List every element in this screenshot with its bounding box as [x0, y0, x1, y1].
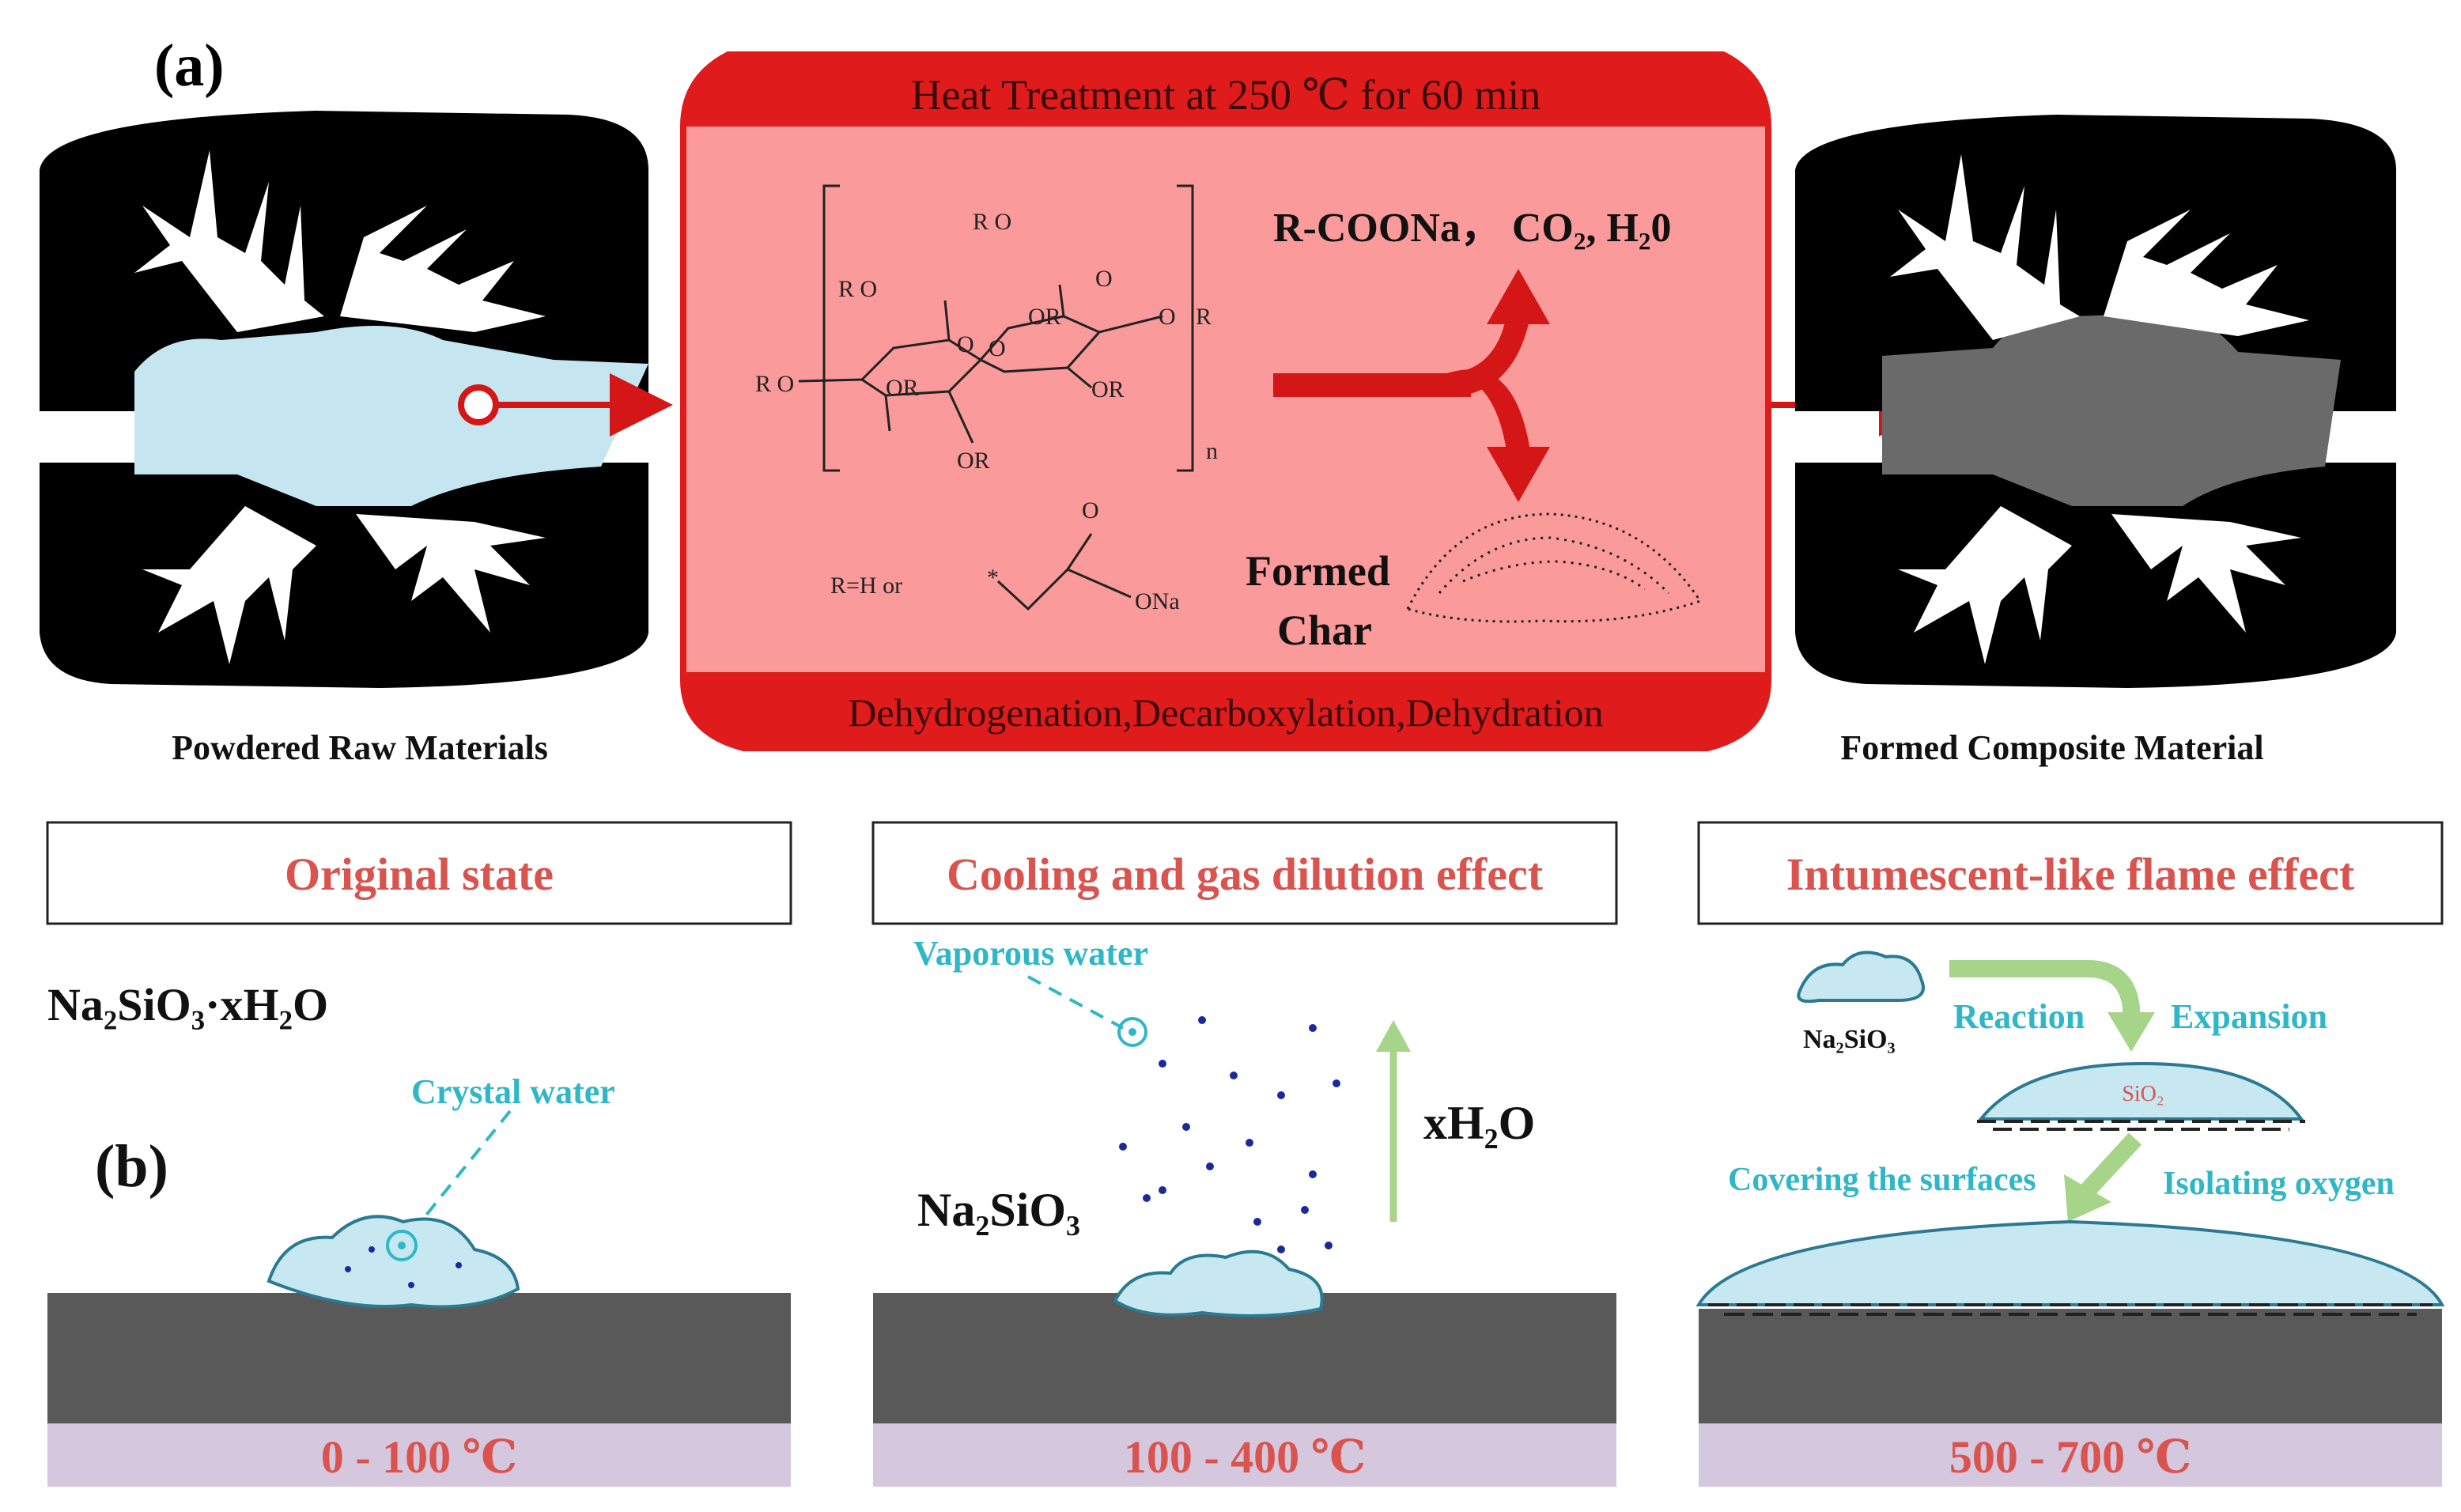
- stage1-substrate: [47, 1293, 791, 1423]
- chem-star: *: [987, 565, 999, 591]
- formula-hydrate: Na₂SiO₃·xH₂O: [47, 979, 328, 1030]
- panel-b-label: (b): [95, 1133, 168, 1200]
- stage1-title-box: [46, 821, 792, 925]
- left-connector: [458, 373, 673, 437]
- chem-n-subscript: n: [1206, 438, 1218, 464]
- gas-products: R-COONa， CO₂, H₂0: [1273, 206, 1672, 251]
- chem-o-bridge: O: [989, 335, 1006, 361]
- crystal-water-marker: [386, 1230, 418, 1261]
- chem-or-1: OR: [1028, 304, 1061, 330]
- lower-branches-left: [142, 506, 546, 664]
- layer-boundary-dashes: [1708, 1303, 2433, 1316]
- lower-mold-left: [40, 463, 648, 688]
- crystal-water-label: Crystal water: [411, 1072, 615, 1111]
- caption-powdered-raw-materials: Powdered Raw Materials: [172, 728, 548, 767]
- chem-o-ring1: O: [957, 331, 974, 357]
- na2sio3-small-droplet: [1797, 951, 1925, 1004]
- stage1-title: Original state: [285, 849, 554, 900]
- carboxymethyl-bonds: [996, 533, 1132, 611]
- chem-r-definition: R=H or: [830, 573, 902, 599]
- covering-arrow: [2064, 1132, 2142, 1222]
- sio2-expanded-dome: [1977, 1061, 2305, 1131]
- chem-tail-r: R: [1196, 304, 1212, 330]
- upper-branches-left: [134, 150, 546, 332]
- vapor-dots: [1119, 1016, 1340, 1253]
- stage2-title: Cooling and gas dilution effect: [947, 849, 1544, 900]
- caption-formed-composite-material: Formed Composite Material: [1840, 728, 2263, 767]
- stage3-substrate: [1699, 1309, 2442, 1423]
- protective-sio2-layer: [1695, 1219, 2445, 1306]
- raw-materials-specimen: [40, 111, 648, 688]
- vapor-molecule-marker: [1117, 1017, 1147, 1047]
- covering-label: Covering the surfaces: [1728, 1162, 2036, 1198]
- crystal-water-leader: [410, 1109, 512, 1235]
- chem-or-4: OR: [957, 448, 990, 474]
- heat-treatment-box: [680, 51, 1771, 751]
- stage3-temp-base: [1699, 1423, 2442, 1487]
- xh2o-label: xH₂O: [1423, 1097, 1535, 1149]
- sio2-label: SiO₂: [2122, 1082, 2164, 1106]
- panel-a-label: (a): [154, 32, 225, 99]
- chem-carbonyl-o: O: [1082, 497, 1099, 524]
- stage3-title-box: [1697, 821, 2444, 925]
- raw-powder-blob: [134, 326, 648, 506]
- chem-ro-top: R O: [973, 209, 1011, 235]
- expansion-label: Expansion: [2171, 997, 2327, 1036]
- formula-na2sio3: Na₂SiO₃: [917, 1184, 1080, 1236]
- heat-box-title: Heat Treatment at 250 ℃ for 60 min: [911, 71, 1541, 119]
- chem-ona: ONa: [1135, 588, 1180, 614]
- hydrated-silicate-droplet: [267, 1215, 520, 1309]
- isolating-label: Isolating oxygen: [2163, 1166, 2395, 1202]
- reaction-label: Reaction: [1953, 997, 2085, 1036]
- chem-ro-left: R O: [755, 371, 794, 397]
- reaction-expansion-arrow: [1949, 960, 2155, 1052]
- stage2-temp-base: [873, 1423, 1616, 1487]
- formula-na2sio3-small: Na₂SiO₃: [1803, 1025, 1896, 1054]
- vaporous-water-leader: [1027, 975, 1124, 1030]
- chem-or-2: OR: [886, 375, 919, 401]
- chem-o-tail: O: [1159, 304, 1176, 330]
- stage1-temp: 0 - 100 ℃: [321, 1431, 517, 1483]
- char-particle-pile: [1405, 512, 1703, 623]
- dehydrated-silicate-droplet: [1113, 1249, 1324, 1317]
- cellulose-structure: [798, 184, 1194, 472]
- stage2-temp: 100 - 400 ℃: [1124, 1431, 1366, 1483]
- char-label-line1: Formed: [1246, 547, 1390, 595]
- heat-box-footer: Dehydrogenation,Decarboxylation,Dehydrat…: [848, 690, 1603, 735]
- composite-specimen: [1795, 115, 2396, 688]
- stage1-temp-base: [47, 1423, 791, 1487]
- upper-mold-left: [40, 111, 648, 411]
- vapor-up-arrow: [1376, 1020, 1411, 1222]
- chem-or-3: OR: [1091, 376, 1125, 403]
- stage3-temp: 500 - 700 ℃: [1949, 1431, 2191, 1483]
- chem-ro-mid: R O: [838, 276, 877, 302]
- char-label-line2: Char: [1277, 607, 1372, 654]
- vaporous-water-label: Vaporous water: [913, 934, 1148, 973]
- stage3-title: Intumescent-like flame effect: [1786, 849, 2355, 900]
- chem-o-ring2: O: [1095, 266, 1113, 292]
- stage2-title-box: [871, 821, 1618, 925]
- decomposition-branch-arrow: [1273, 269, 1550, 502]
